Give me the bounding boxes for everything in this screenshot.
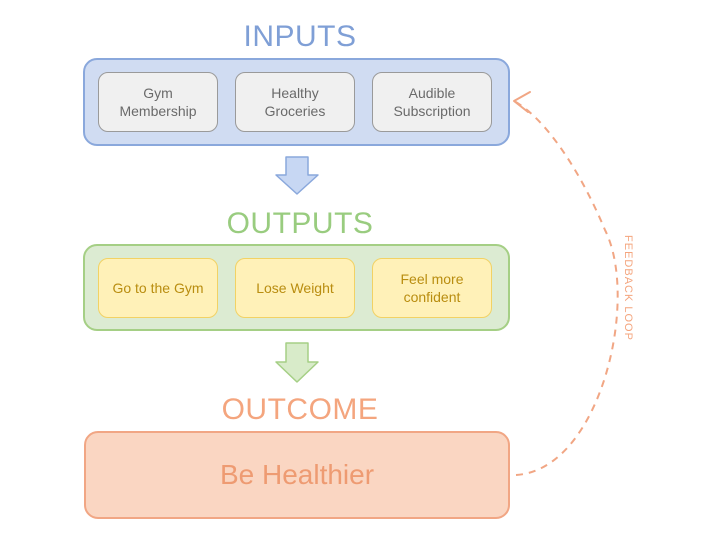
outcome-heading: OUTCOME bbox=[221, 393, 379, 426]
output-card-feel-confident: Feel more confident bbox=[372, 258, 492, 318]
input-card-label: Audible Subscription bbox=[393, 85, 471, 119]
feedback-loop-arrowhead bbox=[513, 91, 531, 113]
input-card-healthy-groceries: Healthy Groceries bbox=[235, 72, 355, 132]
feedback-loop-label: FEEDBACK LOOP bbox=[622, 235, 634, 341]
output-card-label: Go to the Gym bbox=[112, 280, 204, 296]
down-arrow-inputs-to-outputs bbox=[275, 156, 319, 195]
feedback-loop-curve bbox=[513, 100, 619, 476]
input-card-label: Gym Membership bbox=[119, 85, 197, 119]
output-card-go-to-gym: Go to the Gym bbox=[98, 258, 218, 318]
input-card-gym-membership: Gym Membership bbox=[98, 72, 218, 132]
outputs-group: Go to the Gym Lose Weight Feel more conf… bbox=[83, 244, 510, 331]
outcome-label: Be Healthier bbox=[219, 459, 375, 490]
input-card-audible-subscription: Audible Subscription bbox=[372, 72, 492, 132]
input-card-label: Healthy Groceries bbox=[264, 85, 326, 119]
inputs-heading: INPUTS bbox=[243, 20, 357, 53]
down-arrow-outputs-to-outcome bbox=[275, 342, 319, 383]
output-card-label: Lose Weight bbox=[256, 280, 334, 296]
output-card-label: Feel more confident bbox=[400, 271, 464, 305]
outcome-box: Be Healthier bbox=[84, 431, 510, 519]
outputs-heading: OUTPUTS bbox=[226, 207, 374, 240]
output-card-lose-weight: Lose Weight bbox=[235, 258, 355, 318]
inputs-group: Gym Membership Healthy Groceries Audible… bbox=[83, 58, 510, 146]
